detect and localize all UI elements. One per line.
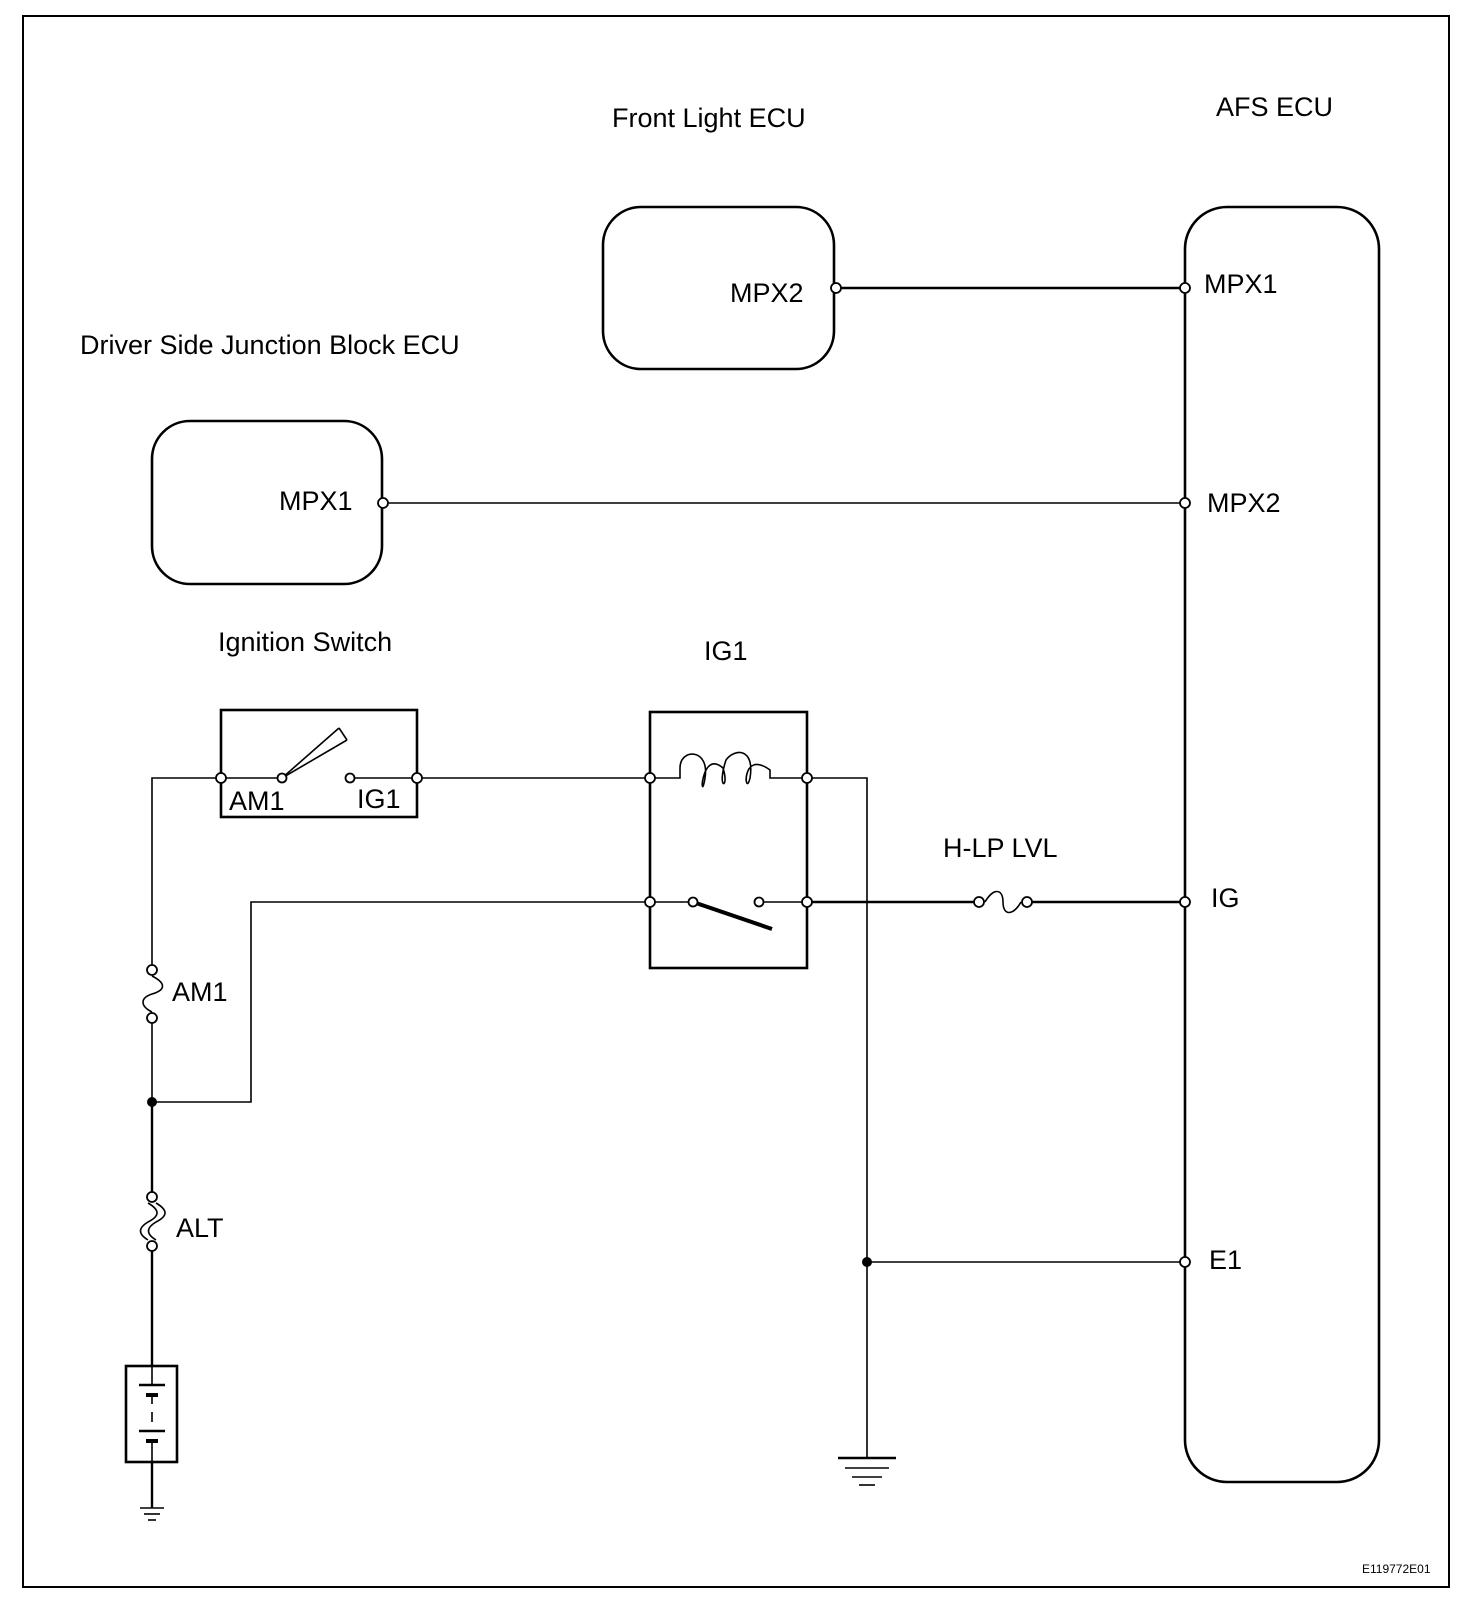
ignition-switch-title: Ignition Switch [218, 627, 392, 657]
junction-dot-ground [862, 1257, 872, 1267]
afs-ecu-pin-mpx2: MPX2 [1207, 488, 1281, 518]
afs-ecu-pin-e1: E1 [1209, 1245, 1242, 1275]
alt-fuse-symbol-b [147, 1202, 166, 1241]
alt-fuse-symbol-a [139, 1202, 158, 1241]
figure-code: E119772E01 [1362, 1562, 1431, 1576]
terminal-relay-contact-out [801, 896, 813, 908]
terminal-fuse-hlp-out [1021, 896, 1033, 908]
wire-am1-feed [151, 777, 221, 970]
terminal-front-light-mpx2 [830, 282, 842, 294]
driver-jb-ecu-pin-mpx1: MPX1 [279, 486, 353, 516]
ig1-relay-box [648, 710, 809, 970]
am1-fuse-symbol [142, 975, 164, 1013]
am1-fuse-title: AM1 [172, 977, 228, 1007]
ig1-relay-contact-blade [692, 900, 773, 931]
ground-afs-icon [838, 1456, 896, 1486]
terminal-afs-e1 [1179, 1256, 1191, 1268]
hlp-lvl-fuse-title: H-LP LVL [943, 833, 1058, 863]
alt-fuse-title: ALT [176, 1213, 224, 1243]
terminal-relay-contact-pivot [687, 896, 699, 908]
ignition-switch-blade-a [281, 727, 340, 779]
terminal-ig-switch-ig1 [411, 772, 423, 784]
ignition-switch-pin-am1: AM1 [229, 786, 285, 816]
terminal-afs-mpx2 [1179, 497, 1191, 509]
terminal-ig-switch-am1 [215, 772, 227, 784]
ignition-switch-blade-tip [338, 727, 348, 741]
ground-battery-icon [140, 1507, 164, 1521]
terminal-am1-fuse-top [146, 964, 158, 976]
terminal-ig-switch-pivot [276, 772, 288, 784]
driver-jb-ecu-title: Driver Side Junction Block ECU [80, 330, 460, 360]
terminal-alt-fuse-bottom [146, 1240, 158, 1252]
afs-ecu-box [1183, 205, 1381, 1484]
afs-ecu-title: AFS ECU [1216, 92, 1333, 122]
terminal-relay-coil-out [801, 772, 813, 784]
afs-ecu-pin-ig: IG [1211, 883, 1240, 913]
terminal-alt-fuse-top [146, 1191, 158, 1203]
wire-coil-to-ground [807, 777, 868, 1458]
ignition-switch-blade-b [281, 739, 348, 779]
ig1-relay-coil [650, 751, 807, 788]
diagram-frame [22, 15, 1450, 1588]
terminal-relay-contact-fixed [753, 896, 765, 908]
terminal-fuse-hlp-in [973, 896, 985, 908]
ignition-switch-box [219, 708, 419, 819]
terminal-ig-switch-contact [344, 772, 356, 784]
front-light-ecu-title: Front Light ECU [612, 103, 806, 133]
terminal-afs-ig [1179, 896, 1191, 908]
afs-ecu-pin-mpx1: MPX1 [1204, 269, 1278, 299]
terminal-afs-mpx1 [1179, 282, 1191, 294]
terminal-relay-contact-in [644, 896, 656, 908]
ig1-relay-title: IG1 [704, 636, 748, 666]
ignition-switch-pin-ig1: IG1 [357, 784, 401, 814]
hlp-lvl-fuse-symbol [984, 890, 1022, 914]
wire-junction-to-relay-contact [152, 901, 650, 1103]
terminal-relay-coil-in [644, 772, 656, 784]
terminal-driver-jb-mpx1 [377, 497, 389, 509]
terminal-am1-fuse-bottom [146, 1012, 158, 1024]
junction-dot-left [147, 1097, 157, 1107]
front-light-ecu-pin-mpx2: MPX2 [730, 278, 804, 308]
